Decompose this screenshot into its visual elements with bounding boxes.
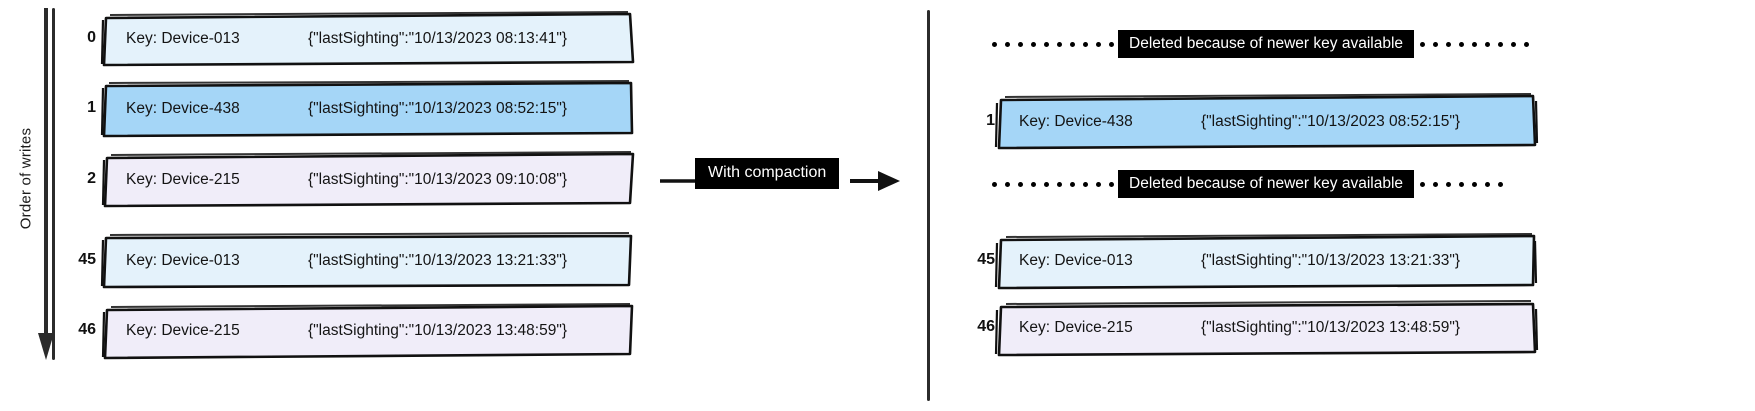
order-of-writes-axis-label: Order of writes <box>17 127 35 230</box>
record-index-0: 0 <box>87 29 96 46</box>
compacted-log-record[interactable]: Key: Device-215 {"lastSighting":"10/13/2… <box>993 299 1539 357</box>
deleted-annotation-row: Deleted because of newer key available <box>992 29 1752 59</box>
log-record[interactable]: Key: Device-013 {"lastSighting":"10/13/2… <box>100 10 635 68</box>
record-index-1: 1 <box>87 99 96 116</box>
compacted-record-index-45: 45 <box>977 251 995 268</box>
order-of-writes-arrow-icon <box>38 8 54 360</box>
dotted-leader-right-icon <box>1420 170 1504 198</box>
deleted-note-chip: Deleted because of newer key available <box>1118 169 1415 199</box>
compaction-arrow-icon <box>660 171 900 191</box>
with-compaction-label: With compaction <box>695 158 840 190</box>
record-index-2: 2 <box>87 170 96 187</box>
compacted-record-index-46: 46 <box>977 318 995 335</box>
uncompacted-log-panel: Order of writes 0 1 2 45 46 Key: Device-… <box>17 8 635 360</box>
dotted-leader-right-icon <box>1420 30 1530 58</box>
log-record[interactable]: Key: Device-215 {"lastSighting":"10/13/2… <box>100 302 635 360</box>
left-axis-rule <box>52 8 55 360</box>
log-record[interactable]: Key: Device-215 {"lastSighting":"10/13/2… <box>100 151 635 209</box>
dotted-leader-left-icon <box>992 30 1114 58</box>
record-index-45: 45 <box>78 251 96 268</box>
compacted-log-panel: Deleted because of newer key available 1… <box>927 0 1755 411</box>
panel-divider <box>927 10 930 401</box>
compacted-log-record[interactable]: Key: Device-013 {"lastSighting":"10/13/2… <box>993 232 1538 290</box>
record-index-46: 46 <box>78 321 96 338</box>
compacted-record-index-1: 1 <box>986 112 995 129</box>
with-compaction-arrow-group: With compaction <box>660 158 900 204</box>
log-record[interactable]: Key: Device-013 {"lastSighting":"10/13/2… <box>100 232 635 290</box>
compacted-log-record[interactable]: Key: Device-438 {"lastSighting":"10/13/2… <box>993 93 1539 151</box>
deleted-annotation-row: Deleted because of newer key available <box>992 169 1752 199</box>
deleted-note-chip: Deleted because of newer key available <box>1118 29 1415 59</box>
dotted-leader-left-icon <box>992 170 1114 198</box>
log-record[interactable]: Key: Device-438 {"lastSighting":"10/13/2… <box>100 80 635 138</box>
